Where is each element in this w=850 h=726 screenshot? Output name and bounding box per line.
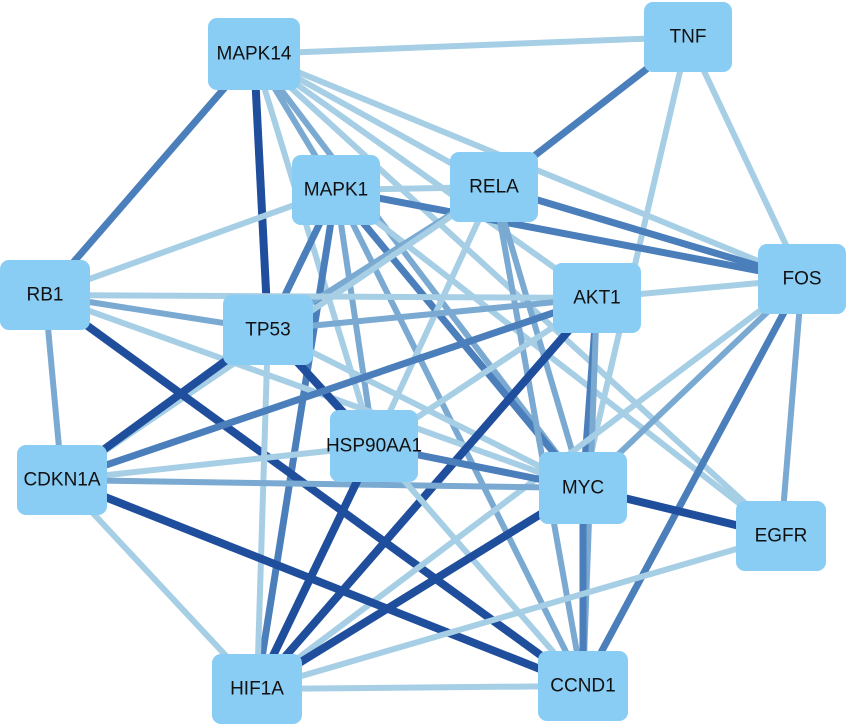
node-label: TNF: [670, 27, 707, 48]
edge-tnf-fos: [685, 35, 805, 281]
edge-fos-egfr: [778, 278, 805, 537]
node-egfr: EGFR: [736, 501, 826, 571]
edge-cdkn1a-ccnd1: [60, 476, 585, 690]
edge-hif1a-ccnd1: [256, 683, 584, 692]
node-label: AKT1: [573, 288, 621, 309]
node-label: EGFR: [755, 526, 808, 547]
edge-akt1-hif1a: [253, 295, 601, 692]
node-box: [208, 18, 300, 90]
edge-tp53-hif1a: [254, 329, 271, 690]
node-box: [17, 445, 107, 515]
node-label: RB1: [27, 285, 64, 306]
edge-mapk14-akt1: [252, 51, 599, 301]
edge-fos-ccnd1: [579, 277, 806, 688]
edge-mapk14-myc: [251, 52, 586, 490]
node-label: HSP90AA1: [326, 436, 422, 457]
node-label: MAPK1: [304, 180, 368, 201]
node-label: HIF1A: [230, 679, 284, 700]
node-fos: FOS: [758, 244, 846, 314]
edge-tnf-myc: [580, 36, 691, 489]
edge-mapk1-hsp90aa1: [333, 189, 377, 447]
node-ccnd1: CCND1: [538, 651, 628, 721]
edge-akt1-cdkn1a: [60, 294, 599, 484]
node-myc: MYC: [539, 452, 627, 524]
node-box: [539, 452, 627, 524]
node-mapk1: MAPK1: [292, 155, 380, 225]
node-hsp90aa1: HSP90AA1: [326, 410, 422, 482]
edges-layer: [42, 34, 806, 693]
edge-tp53-akt1: [267, 295, 598, 333]
node-box: [736, 501, 826, 571]
edge-mapk14-rb1: [42, 51, 257, 298]
node-box: [758, 244, 846, 314]
node-box: [212, 654, 302, 724]
node-box: [292, 155, 380, 225]
edge-cdkn1a-hsp90aa1: [61, 443, 375, 483]
node-label: CDKN1A: [23, 470, 100, 491]
node-rela: RELA: [450, 152, 538, 222]
node-cdkn1a: CDKN1A: [17, 445, 107, 515]
node-mapk14: MAPK14: [208, 18, 300, 90]
node-label: RELA: [469, 177, 519, 198]
edge-rb1-akt1: [44, 292, 598, 301]
node-box: [538, 651, 628, 721]
node-box: [644, 2, 732, 72]
edge-mapk1-rb1: [43, 187, 338, 298]
node-box: [0, 260, 90, 330]
edge-rela-ccnd1: [491, 186, 586, 687]
node-label: MYC: [562, 478, 604, 499]
node-rb1: RB1: [0, 260, 90, 330]
edge-rela-fos: [492, 183, 804, 283]
node-label: MAPK14: [217, 44, 292, 65]
edge-myc-hif1a: [254, 484, 586, 693]
node-label: CCND1: [550, 676, 615, 697]
edge-mapk1-fos: [335, 186, 803, 283]
node-box: [223, 295, 313, 365]
node-label: FOS: [782, 269, 821, 290]
node-hif1a: HIF1A: [212, 654, 302, 724]
node-tp53: TP53: [223, 295, 313, 365]
edge-mapk14-tnf: [253, 34, 689, 57]
edge-hsp90aa1-hif1a: [253, 444, 378, 691]
edge-mapk1-hif1a: [253, 189, 340, 690]
edge-fos-hif1a: [255, 276, 804, 692]
edge-mapk14-tp53: [250, 53, 272, 331]
node-box: [330, 410, 418, 482]
node-label: TP53: [245, 320, 290, 341]
node-box: [450, 152, 538, 222]
edge-mapk1-egfr: [334, 187, 783, 539]
edge-hsp90aa1-ccnd1: [371, 444, 586, 688]
node-box: [553, 263, 641, 333]
node-tnf: TNF: [644, 2, 732, 72]
node-akt1: AKT1: [553, 263, 641, 333]
edge-cdkn1a-myc: [61, 477, 584, 491]
edge-hif1a-egfr: [256, 533, 782, 692]
